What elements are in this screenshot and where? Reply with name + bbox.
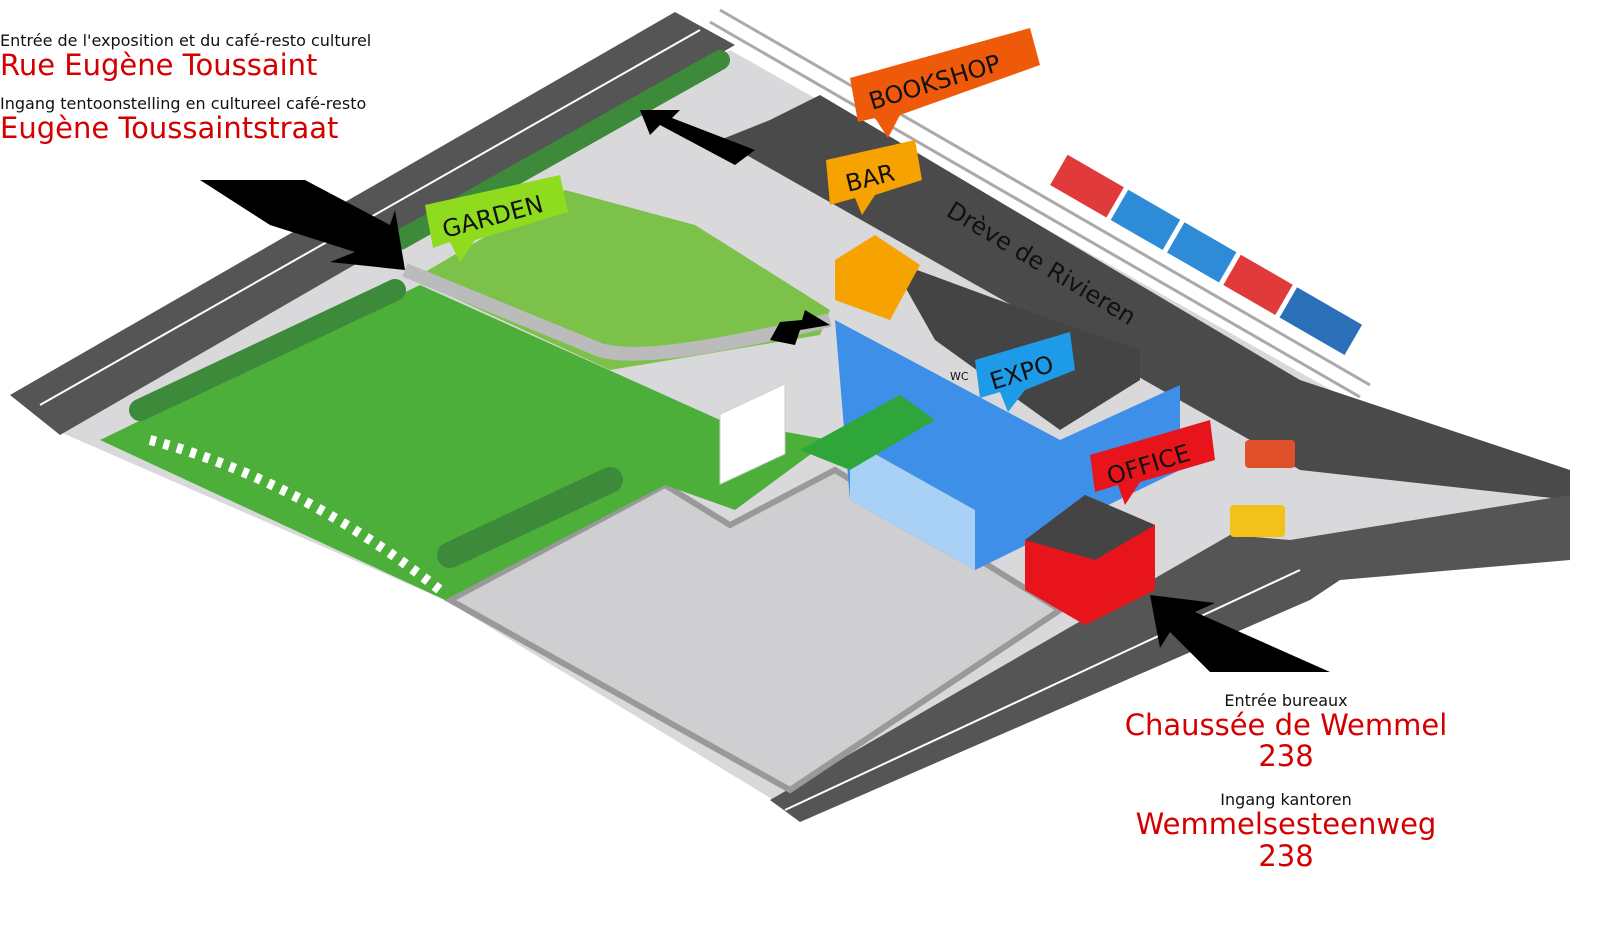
path-arrow bbox=[640, 110, 755, 165]
fr-offices-label: Entrée bureaux bbox=[1224, 691, 1348, 710]
rail-line bbox=[719, 8, 1371, 387]
building-expo-wall bbox=[850, 440, 975, 570]
bus bbox=[1230, 505, 1285, 537]
lawn bbox=[100, 285, 830, 600]
entrance-arrow bbox=[1150, 595, 1330, 672]
building-garden-shed bbox=[800, 395, 935, 470]
white-fence bbox=[148, 435, 444, 594]
tag-bookshop[interactable]: BOOKSHOP bbox=[850, 28, 1040, 138]
fr-offices-street: Chaussée de Wemmel bbox=[1124, 707, 1448, 742]
building-bar bbox=[835, 235, 920, 320]
path-arrow bbox=[770, 310, 830, 345]
entrance-exhibition-caption: Entrée de l'exposition et du café-resto … bbox=[0, 32, 371, 145]
road-dreve-de-rivieren bbox=[720, 95, 1570, 500]
nl-offices-label: Ingang kantoren bbox=[1220, 790, 1352, 810]
entrance-offices-caption: Entrée bureaux Chaussée de Wemmel 238 In… bbox=[1096, 692, 1476, 873]
entrance-arrow bbox=[200, 180, 405, 270]
train bbox=[1050, 154, 1363, 356]
nl-offices-street: Wemmelsesteenweg bbox=[1135, 806, 1437, 841]
nl-entrance-label: Ingang tentoonstelling en cultureel café… bbox=[0, 94, 367, 114]
hedge bbox=[437, 467, 623, 568]
fr-street-name: Rue Eugène Toussaint bbox=[0, 47, 318, 82]
road-chaussee-de-wemmel bbox=[770, 495, 1570, 822]
billboard bbox=[719, 383, 786, 485]
building-houses bbox=[890, 260, 1140, 430]
wc-label: WC bbox=[950, 370, 969, 383]
fr-offices-number: 238 bbox=[1258, 739, 1314, 774]
nl-offices-number: 238 bbox=[1258, 838, 1314, 873]
hedge bbox=[129, 279, 406, 421]
car bbox=[1245, 440, 1295, 468]
road-line bbox=[784, 569, 1301, 811]
building-office-roof bbox=[1025, 495, 1155, 560]
nl-street-name: Eugène Toussaintstraat bbox=[0, 111, 339, 146]
fr-entrance-label: Entrée de l'exposition et du café-resto … bbox=[0, 31, 372, 50]
rail-line bbox=[709, 20, 1361, 399]
